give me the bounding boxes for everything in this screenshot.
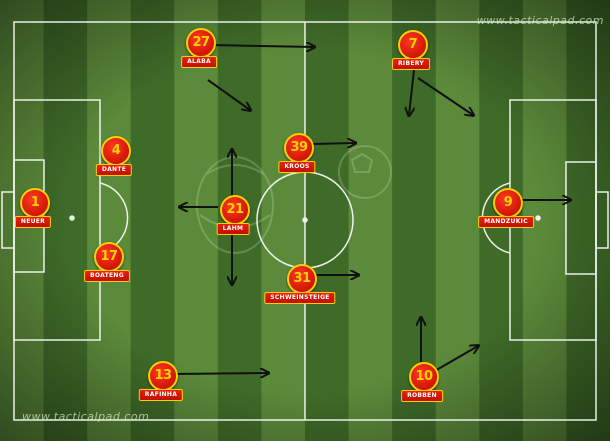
player-name: MANDZUKIC: [478, 216, 534, 228]
player-name: RAFINHA: [138, 389, 184, 401]
arrow-rafinha-forward: [174, 373, 268, 374]
watermark-top: www.tacticalpad.com: [476, 14, 604, 27]
player-name: LAHM: [216, 223, 250, 235]
player-name: ROBBEN: [401, 390, 443, 402]
watermark-bottom: www.tacticalpad.com: [22, 410, 150, 423]
player-number: 7: [398, 30, 428, 60]
player-number: 17: [94, 242, 124, 272]
player-name: BOATENG: [84, 270, 130, 282]
player-boateng[interactable]: 17 BOATENG: [72, 242, 142, 288]
player-name: RIBERY: [392, 58, 430, 70]
arrow-ribery-diagonal: [417, 77, 473, 115]
player-number: 10: [409, 362, 439, 392]
player-robben[interactable]: 10 ROBBEN: [387, 362, 457, 408]
player-name: KROOS: [278, 161, 316, 173]
arrow-kroos-forward: [311, 143, 355, 144]
player-name: ALABA: [181, 56, 217, 68]
player-schweinsteiger[interactable]: 31 SCHWEINSTEIGE: [264, 264, 336, 310]
player-number: 9: [493, 188, 523, 218]
player-kroos[interactable]: 39 KROOS: [262, 133, 332, 179]
player-ribery[interactable]: 7 RIBERY: [376, 30, 446, 76]
player-lahm[interactable]: 21 LAHM: [198, 195, 268, 241]
player-number: 1: [20, 188, 50, 218]
player-number: 21: [220, 195, 250, 225]
player-dante[interactable]: 4 DANTE: [79, 136, 149, 182]
player-number: 13: [148, 361, 178, 391]
player-number: 31: [287, 264, 317, 294]
pitch-lines: [1, 21, 609, 421]
player-neuer[interactable]: 1 NEUER: [0, 188, 68, 234]
player-rafinha[interactable]: 13 RAFINHA: [126, 361, 196, 407]
arrow-alaba-forward: [211, 45, 314, 47]
player-alaba[interactable]: 27 ALABA: [164, 28, 234, 74]
player-name: DANTE: [95, 164, 133, 176]
player-name: NEUER: [14, 216, 52, 228]
arrow-ribery-down: [409, 69, 415, 115]
player-mandzukic[interactable]: 9 MANDZUKIC: [471, 188, 541, 234]
movement-arrows: [174, 45, 570, 374]
arrow-alaba-diagonal: [207, 79, 250, 110]
player-name: SCHWEINSTEIGE: [264, 292, 336, 304]
player-number: 27: [186, 28, 216, 58]
player-number: 4: [101, 136, 131, 166]
player-number: 39: [284, 133, 314, 163]
arrow-robben-diagonal: [432, 346, 478, 373]
